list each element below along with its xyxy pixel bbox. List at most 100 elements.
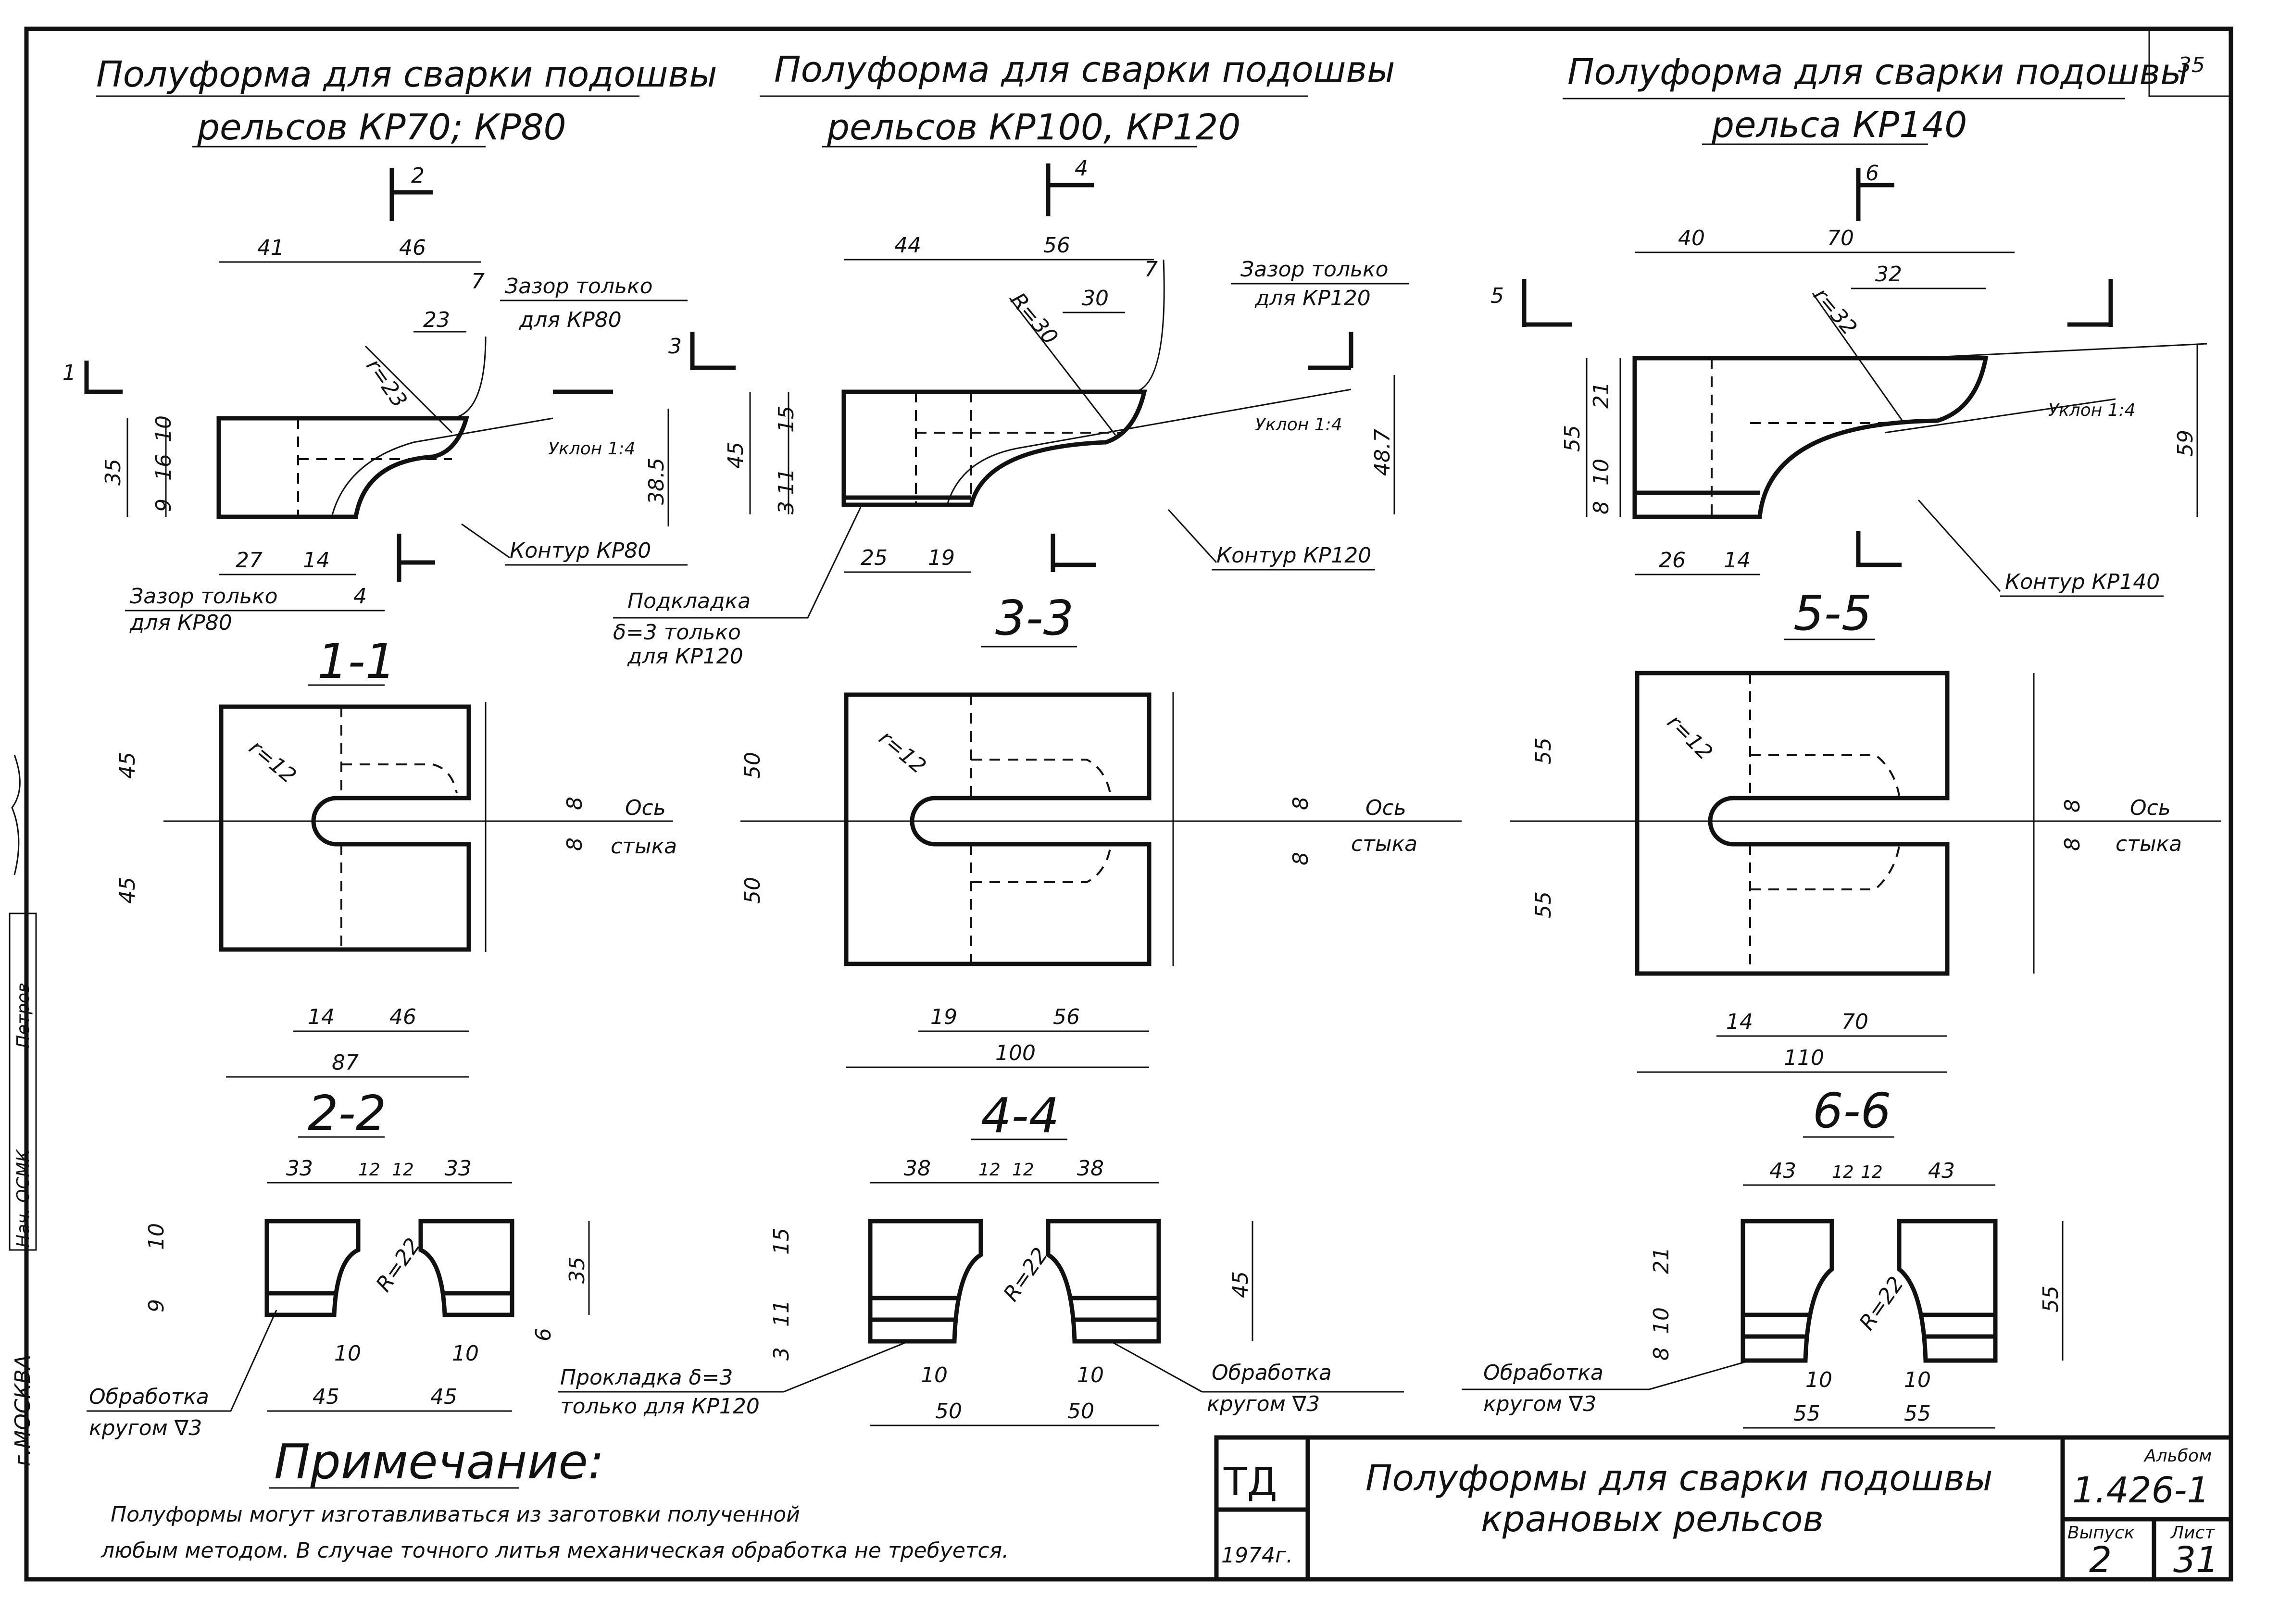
view-2-section-radius: r=12 [874, 725, 931, 778]
view-3-dim-top-b: 70 [1827, 226, 1854, 250]
view-2-slope: Уклон 1:4 [1255, 415, 1342, 435]
view-3-title-2: рельса КР140 [1711, 104, 1967, 146]
view-2-axis-dim-b: 8 [1289, 852, 1313, 865]
view-3-section-dim-b: 55 [1531, 891, 1556, 918]
view-2-sub-top-b: 12 [978, 1160, 1001, 1180]
view-3-radius: r=32 [1809, 283, 1862, 340]
view-3-axis-1: Ось [2130, 796, 2171, 820]
view-3-section-label: 5-5 [1793, 585, 1872, 641]
sidebar-role: Нач. ОСМК [13, 1149, 33, 1248]
view-2-note-1: Прокладка δ=3 [560, 1365, 733, 1390]
view-2-sub-top-d: 38 [1077, 1156, 1104, 1181]
view-3-contour: Контур КР140 [2005, 570, 2160, 594]
view-1-section-dim-b: 45 [115, 877, 140, 904]
view-2-section-bottom-b: 56 [1053, 1005, 1080, 1029]
view-3-section-bottom-b: 70 [1841, 1010, 1868, 1034]
view-3-sub-label: 6-6 [1813, 1083, 1891, 1139]
view-1-gap-bottom-2: для КР80 [129, 611, 232, 635]
view-1-part [216, 416, 469, 519]
view-2-axis-2: стыка [1351, 832, 1417, 856]
view-2-dim-top-a: 44 [894, 233, 921, 258]
view-3-sub-bottom-c: 55 [1793, 1401, 1820, 1426]
view-2-section-dim-a: 50 [740, 752, 765, 779]
view-3-section-radius: r=12 [1662, 710, 1717, 765]
view-1-dim-top-a: 41 [257, 236, 284, 260]
view-2-sub-top-c: 12 [1012, 1160, 1034, 1180]
view-1-dim-left-a: 35 [101, 459, 125, 486]
view-3-sub-left [1741, 1219, 1834, 1363]
view-3-dim-left-d: 8 [1589, 501, 1614, 514]
view-1-sub-bottom-d: 45 [430, 1385, 457, 1409]
title-block-issue-label: Выпуск [2067, 1523, 2135, 1543]
view-1-sub-top-c: 12 [392, 1160, 414, 1180]
sidebar-stamp-box [9, 912, 37, 1251]
view-1-sub-label: 2-2 [308, 1085, 386, 1141]
view-2-pad-1: Подкладка [627, 589, 751, 613]
view-1-axis-1: Ось [625, 796, 666, 820]
view-3-sub-bottom-a: 10 [1805, 1368, 1832, 1392]
view-1-title-2: рельсов КР70; КР80 [197, 107, 566, 148]
view-1-sub-bottom-b: 10 [452, 1341, 479, 1366]
view-3-sub-left-b: 10 [1649, 1307, 1674, 1334]
view-1-dim-bottom-c: 4 [353, 584, 367, 609]
title-block: ТД 1974г. Полуформы для сварки подошвы к… [1214, 1435, 2233, 1582]
view-3-dim-left-b: 21 [1589, 382, 1614, 409]
view-1-note-2: кругом ∇3 [89, 1416, 202, 1440]
view-1-section-label: 1-1 [317, 633, 396, 689]
view-3-sub-top-d: 43 [1928, 1159, 1955, 1183]
view-1-sub-left [264, 1219, 361, 1317]
view-3-sub-top-b: 12 [1832, 1162, 1854, 1182]
view-3-sub-right [1897, 1219, 1998, 1363]
view-1-section-dim-a: 45 [115, 752, 140, 779]
view-2-dim-left-d: 3 [774, 501, 799, 514]
view-1-dim-left-b: 10 [151, 415, 176, 442]
sidebar: Нач. ОСМК Петров г.МОСКВА [9, 221, 37, 1579]
view-2-sub-left-a: 15 [769, 1228, 794, 1255]
view-1-dim-left-c: 16 [151, 454, 176, 481]
view-3: Полуформа для сварки подошвы рельса КР14… [1462, 51, 2221, 1429]
view-2-gap-1: Зазор только [1240, 257, 1389, 282]
note-line-2: любым методом. В случае точного литья ме… [100, 1538, 1009, 1563]
signature [11, 754, 21, 875]
view-2-section-dim-b: 50 [740, 877, 765, 904]
view-1-sub-bottom-c: 45 [313, 1385, 339, 1409]
view-3-dim-left-c: 10 [1589, 459, 1614, 486]
view-3-part [1632, 356, 1989, 519]
view-1-gap-1: Зазор только [505, 274, 653, 299]
view-2-note-2: только для КР120 [560, 1394, 760, 1419]
view-1-slope: Уклон 1:4 [548, 439, 636, 459]
title-block-album: 1.426-1 [2072, 1470, 2210, 1511]
view-3-sub-left-a: 21 [1649, 1247, 1674, 1274]
view-3-dim-bottom-b: 14 [1724, 548, 1751, 573]
view-1-gap-bottom-1: Зазор только [130, 584, 278, 609]
view-1-title-1: Полуформа для сварки подошвы [96, 54, 717, 95]
view-3-section [1635, 671, 1950, 976]
view-2-cut-label: 4 [1075, 156, 1088, 181]
view-2-axis-1: Ось [1365, 796, 1406, 820]
view-3-note-1: Обработка [1483, 1361, 1603, 1385]
view-3-dim-left-a: 55 [1560, 425, 1585, 452]
view-2-sub-label: 4-4 [981, 1087, 1059, 1144]
view-1-section-bottom-c: 87 [332, 1050, 359, 1075]
view-3-dim-top-c: 32 [1875, 262, 1902, 287]
view-2-part [841, 389, 1147, 507]
view-2-sub-bottom-c: 50 [935, 1399, 962, 1424]
view-2-axis-dim-a: 8 [1289, 797, 1313, 810]
view-2-sub-radius: R=22 [999, 1243, 1053, 1306]
view-3-sub-top-c: 12 [1861, 1162, 1883, 1182]
view-1-note-1: Обработка [89, 1385, 209, 1409]
view-2-sub-left-b: 11 [769, 1300, 794, 1327]
view-1-sub-top-d: 33 [445, 1156, 472, 1181]
view-2: Полуформа для сварки подошвы рельсов КР1… [558, 49, 1462, 1426]
view-3-axis-dim-a: 8 [2060, 799, 2085, 812]
view-3-sub-left-c: 8 [1649, 1347, 1674, 1361]
view-2-dim-left-a: 45 [724, 442, 748, 469]
view-2-sub-left-c: 3 [769, 1347, 794, 1361]
title-block-title-1: Полуформы для сварки подошвы [1365, 1458, 1993, 1499]
view-1-section [219, 704, 471, 952]
general-note: Примечание: Полуформы могут изготавливат… [100, 1434, 1009, 1563]
view-1-sub-left-b: 9 [144, 1299, 169, 1312]
view-3-axis-2: стыка [2116, 832, 2182, 856]
view-2-dim-bottom-a: 25 [861, 546, 888, 570]
title-block-album-label: Альбом [2143, 1446, 2212, 1466]
